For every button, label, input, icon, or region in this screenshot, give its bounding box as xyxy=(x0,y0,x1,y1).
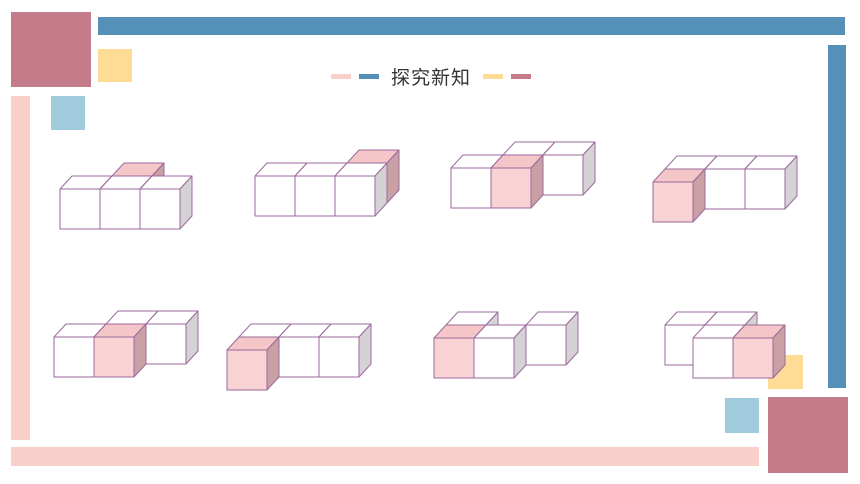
title-dash-yellow xyxy=(483,73,503,79)
cube-front-face xyxy=(732,337,774,379)
cube-front-face xyxy=(226,349,268,391)
cube-front-face xyxy=(450,167,492,209)
blue-bar-right xyxy=(828,45,846,388)
cube xyxy=(318,323,372,378)
cube-front-face xyxy=(59,188,101,230)
cube-front-face xyxy=(704,168,746,210)
cube-front-face xyxy=(294,175,336,217)
pink-bar-left xyxy=(11,96,30,440)
light-blue-square-top-left xyxy=(51,96,85,130)
cube-figure-3 xyxy=(450,141,596,209)
cube-figure-6 xyxy=(226,323,372,391)
pink-bar-bottom xyxy=(11,447,759,466)
cube xyxy=(525,311,579,366)
cube-highlighted xyxy=(490,154,544,209)
cube xyxy=(334,162,388,217)
title-dash-pink xyxy=(330,73,351,79)
cube-front-face xyxy=(53,336,95,378)
cube-front-face xyxy=(433,337,475,379)
title-dash-rose xyxy=(511,73,531,79)
cube-front-face xyxy=(473,337,515,379)
yellow-square-top-left xyxy=(98,49,132,82)
cube-front-face xyxy=(93,336,135,378)
cube-highlighted xyxy=(226,336,280,391)
cube-front-face xyxy=(692,337,734,379)
cube-front-face xyxy=(490,167,532,209)
cube-front-face xyxy=(542,154,584,196)
rose-square-bottom-right xyxy=(768,397,848,473)
cube-figure-2 xyxy=(254,149,400,217)
cube-front-face xyxy=(254,175,296,217)
cube-front-face xyxy=(744,168,786,210)
cube xyxy=(542,141,596,196)
cube-front-face xyxy=(525,324,567,366)
cube-front-face xyxy=(334,175,376,217)
cube-figure-4 xyxy=(652,155,798,223)
cube-figure-1 xyxy=(59,162,193,230)
cube-figure-7 xyxy=(433,311,579,379)
cube-front-face xyxy=(318,336,360,378)
slide-title-bar: 探究新知 xyxy=(326,62,536,90)
cube-front-face xyxy=(139,188,181,230)
cube xyxy=(139,175,193,230)
cube xyxy=(744,155,798,210)
cube-figure-5 xyxy=(53,310,199,378)
cube-front-face xyxy=(652,181,694,223)
cube-figure-8 xyxy=(664,311,786,379)
slide-title: 探究新知 xyxy=(390,66,471,89)
cube xyxy=(145,310,199,365)
rose-square-top-left xyxy=(11,12,91,87)
cube xyxy=(473,324,527,379)
title-dash-blue xyxy=(358,73,379,79)
cube-highlighted xyxy=(652,168,706,223)
blue-bar-top xyxy=(98,17,845,35)
light-blue-square-bottom-right xyxy=(725,398,759,433)
cube-highlighted xyxy=(732,324,786,379)
cube-front-face xyxy=(278,336,320,378)
cube-front-face xyxy=(145,323,187,365)
cube-front-face xyxy=(99,188,141,230)
cube-highlighted xyxy=(93,323,147,378)
